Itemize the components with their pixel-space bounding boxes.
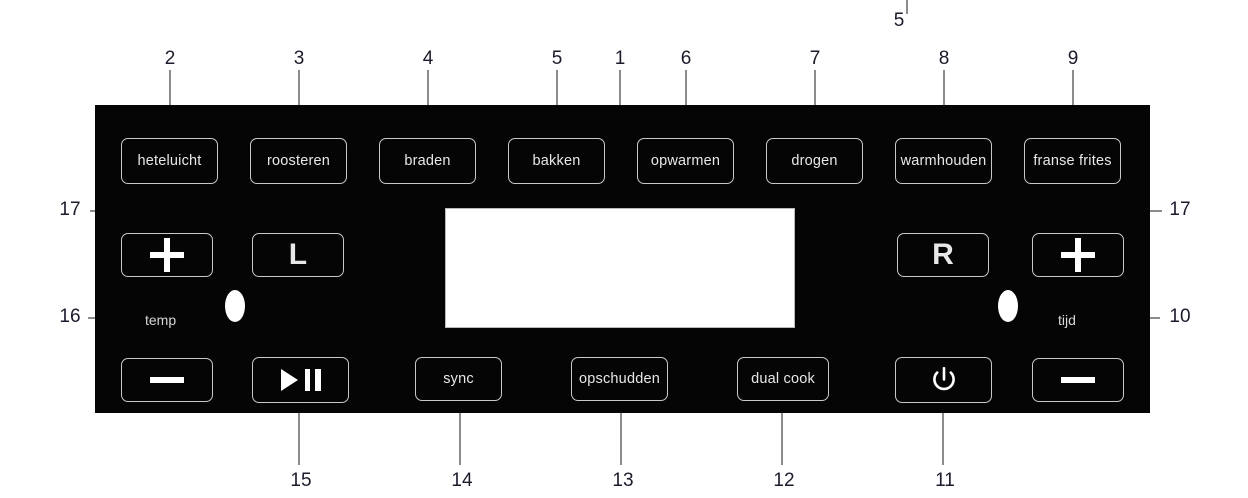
basket-l-button[interactable]: L: [252, 233, 344, 277]
time-increase-button[interactable]: [1032, 233, 1124, 277]
pause-icon: [304, 369, 321, 391]
callout-5: 5: [551, 48, 563, 69]
lcd-display: [445, 208, 795, 328]
mode-button-heteluicht[interactable]: heteluicht: [121, 138, 218, 184]
leader-line-13: [620, 380, 622, 465]
callout-10: 10: [1169, 306, 1191, 327]
tijd-label: tijd: [1058, 312, 1076, 328]
control-panel: heteluicht roosteren braden bakken opwar…: [95, 105, 1150, 413]
sync-button[interactable]: sync: [415, 357, 502, 401]
callout-4: 4: [422, 48, 434, 69]
callout-5-stray: 5: [893, 10, 905, 31]
leader-line-12: [781, 380, 783, 465]
callout-11: 11: [935, 470, 955, 491]
callout-16: 16: [59, 306, 81, 327]
plus-icon: [150, 238, 184, 272]
right-basket-indicator: [998, 290, 1018, 322]
temp-label: temp: [145, 312, 177, 328]
leader-line-15: [298, 380, 300, 465]
callout-1: 1: [614, 48, 626, 69]
start-pause-button[interactable]: [252, 357, 349, 403]
callout-15: 15: [290, 470, 312, 491]
power-icon: [932, 366, 955, 391]
minus-icon: [150, 377, 184, 383]
leader-line-stray: [906, 0, 908, 14]
mode-button-braden[interactable]: braden: [379, 138, 476, 184]
mode-button-drogen[interactable]: drogen: [766, 138, 863, 184]
plus-icon: [1061, 238, 1095, 272]
leader-line-14: [459, 380, 461, 465]
callout-17-right: 17: [1169, 199, 1191, 220]
temp-decrease-button[interactable]: [121, 358, 213, 402]
callout-13: 13: [612, 470, 634, 491]
time-decrease-button[interactable]: [1032, 358, 1124, 402]
play-pause-icon: [280, 369, 321, 391]
callout-2: 2: [164, 48, 176, 69]
mode-button-roosteren[interactable]: roosteren: [250, 138, 347, 184]
callout-14: 14: [451, 470, 473, 491]
callout-12: 12: [773, 470, 795, 491]
minus-icon: [1061, 377, 1095, 383]
mode-button-opwarmen[interactable]: opwarmen: [637, 138, 734, 184]
basket-r-button[interactable]: R: [897, 233, 989, 277]
callout-6: 6: [680, 48, 692, 69]
power-button[interactable]: [895, 357, 992, 403]
temp-increase-button[interactable]: [121, 233, 213, 277]
leader-line-11: [942, 380, 944, 465]
callout-7: 7: [809, 48, 821, 69]
play-icon: [280, 369, 298, 391]
dual-cook-button[interactable]: dual cook: [737, 357, 829, 401]
callout-3: 3: [293, 48, 305, 69]
mode-button-warmhouden[interactable]: warmhouden: [895, 138, 992, 184]
mode-button-bakken[interactable]: bakken: [508, 138, 605, 184]
opschudden-button[interactable]: opschudden: [571, 357, 668, 401]
callout-9: 9: [1067, 48, 1079, 69]
callout-8: 8: [938, 48, 950, 69]
callout-17-left: 17: [59, 199, 81, 220]
left-basket-indicator: [225, 290, 245, 322]
mode-button-franse-frites[interactable]: franse frites: [1024, 138, 1121, 184]
